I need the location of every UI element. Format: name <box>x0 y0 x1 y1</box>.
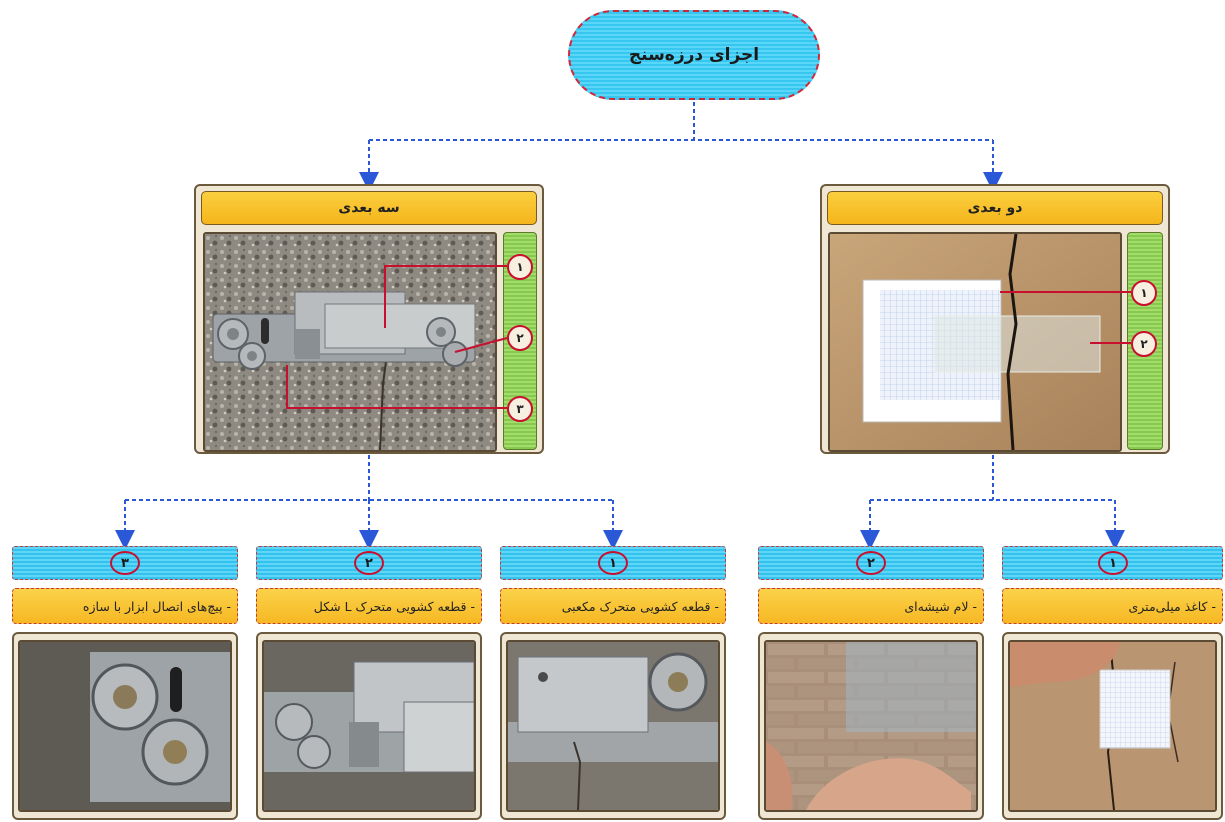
part-three-d-2-photo <box>262 640 476 812</box>
part-two-d-1-label: - کاغذ میلی‌متری <box>1002 588 1223 624</box>
three-d-device-photo <box>203 232 497 452</box>
part-three-d-2-number: ۲ <box>354 551 384 575</box>
part-three-d-3-photo <box>18 640 232 812</box>
part-two-d-1-number: ۱ <box>1098 551 1128 575</box>
three-d-title: سه بعدی <box>201 191 537 225</box>
part-three-d-1-number: ۱ <box>598 551 628 575</box>
two-d-title-text: دو بعدی <box>967 200 1023 216</box>
root-title-node: اجزای درزه‌سنج <box>568 10 820 100</box>
two-d-device-photo <box>828 232 1122 452</box>
two-d-marker-2: ۲ <box>1131 331 1157 357</box>
part-three-d-3-label: - پیچ‌های اتصال ابزار با سازه <box>12 588 238 624</box>
two-d-title: دو بعدی <box>827 191 1163 225</box>
part-three-d-1-label: - قطعه کشویی متحرک مکعبی <box>500 588 726 624</box>
three-d-marker-1: ۱ <box>507 254 533 280</box>
three-d-marker-2: ۲ <box>507 325 533 351</box>
part-three-d-3-number: ۳ <box>110 551 140 575</box>
part-three-d-2-label: - قطعه کشویی متحرک L شکل <box>256 588 482 624</box>
part-two-d-1-photo <box>1008 640 1217 812</box>
part-three-d-1-photo <box>506 640 720 812</box>
root-title: اجزای درزه‌سنج <box>628 45 760 65</box>
part-two-d-2-label: - لام شیشه‌ای <box>758 588 984 624</box>
part-two-d-2-photo <box>764 640 978 812</box>
three-d-title-text: سه بعدی <box>338 200 400 216</box>
two-d-marker-1: ۱ <box>1131 280 1157 306</box>
part-two-d-2-number: ۲ <box>856 551 886 575</box>
three-d-marker-3: ۳ <box>507 396 533 422</box>
